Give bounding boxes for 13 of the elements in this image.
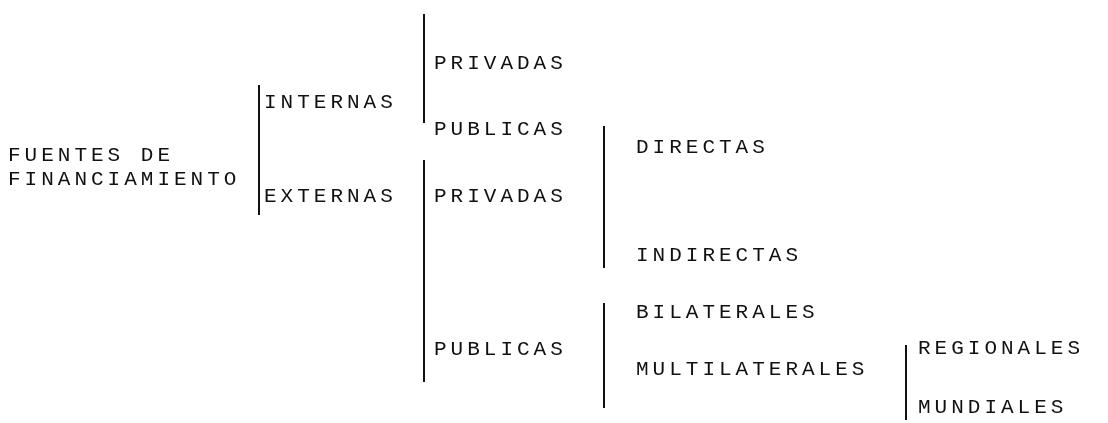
- tree-label: INTERNAS: [264, 91, 397, 115]
- tree-label: DIRECTAS: [636, 136, 769, 160]
- tree-label: MUNDIALES: [918, 396, 1068, 420]
- tree-label: MULTILATERALES: [636, 358, 869, 382]
- tree-label: PRIVADAS: [434, 185, 567, 209]
- tree-label: PUBLICAS: [434, 118, 567, 142]
- tree-label: BILATERALES: [636, 301, 819, 325]
- tree-label: REGIONALES: [918, 337, 1085, 361]
- tree-label: FUENTES DE FINANCIAMIENTO: [8, 144, 242, 192]
- tree-label: INDIRECTAS: [636, 244, 803, 268]
- tree-label: EXTERNAS: [264, 185, 397, 209]
- tree-label: PUBLICAS: [434, 338, 567, 362]
- tree-label: PRIVADAS: [434, 52, 567, 76]
